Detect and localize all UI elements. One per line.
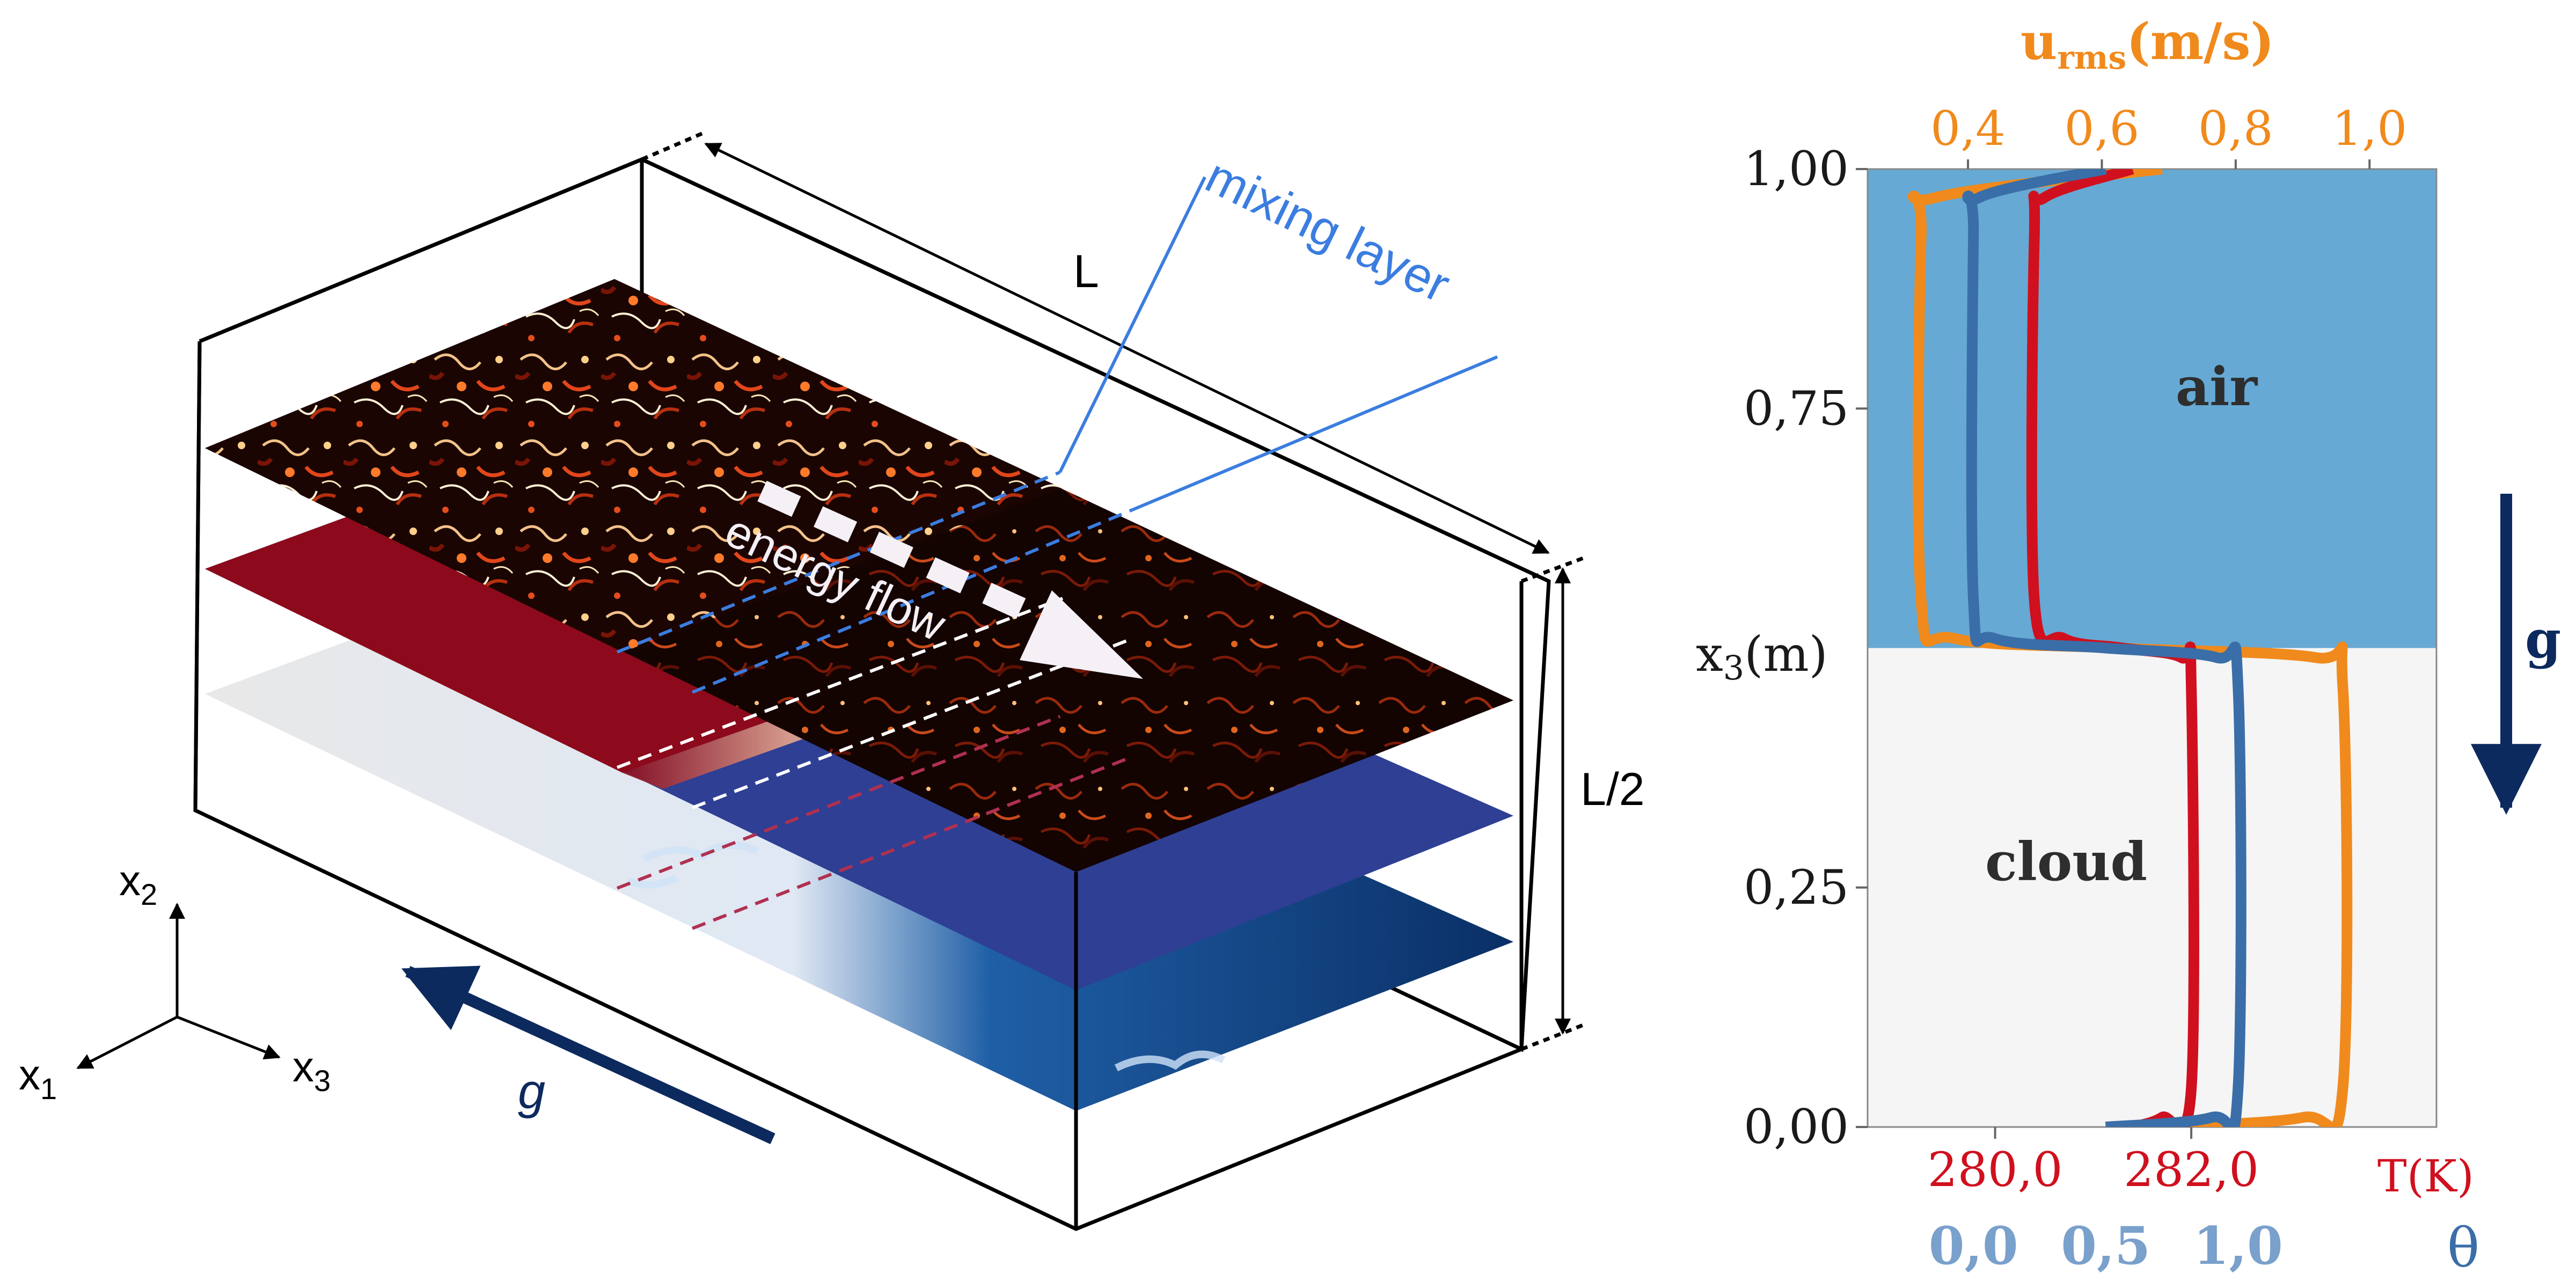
theta-tick-label: 0,0 xyxy=(1929,1216,2018,1276)
y-tick-label: 1,00 xyxy=(1744,141,1849,196)
box-top-right-edge xyxy=(199,157,643,343)
gravity-label-chart: g xyxy=(2525,609,2561,670)
dimension-L-arrow xyxy=(704,142,1550,554)
tick-layer: 1,00 0,75 0,25 0,00 0,4 0,6 0,8 1,0 280,0 282,0 0,… xyxy=(1744,101,2407,1276)
box-front-edges xyxy=(193,341,1523,1231)
theta-axis-title: θ xyxy=(2447,1217,2479,1279)
axis-x3-label: x3 xyxy=(292,1043,331,1097)
y-axis-title: x3(m) xyxy=(1696,626,1828,687)
top-tick-label: 0,4 xyxy=(1930,101,2006,156)
theta-tick-label: 1,0 xyxy=(2193,1216,2283,1276)
gravity-label-box: g xyxy=(518,1064,545,1119)
mixing-layer-leader-1 xyxy=(1058,176,1206,473)
temperature-tick-label: 282,0 xyxy=(2124,1142,2259,1197)
dimension-half-height-label: L/2 xyxy=(1580,764,1645,815)
region-air-label: air xyxy=(2176,356,2258,418)
temperature-axis-title: T(K) xyxy=(2377,1151,2474,1202)
top-tick-label: 0,8 xyxy=(2198,101,2273,156)
mixing-layer-leader-2 xyxy=(1131,355,1498,511)
y-tick-label: 0,25 xyxy=(1744,860,1849,915)
gravity-arrow-box xyxy=(401,965,775,1144)
axis-x2-label: x2 xyxy=(119,857,157,911)
temperature-tick-label: 280,0 xyxy=(1928,1142,2063,1197)
simulation-box: L L/2 mixing layer energy flow g xyxy=(193,131,1645,1231)
series-line-theta xyxy=(1962,169,2246,1127)
mixing-layer-label: mixing layer xyxy=(1197,148,1458,313)
top-axis-title: urms(m/s) xyxy=(2021,12,2274,77)
region-air xyxy=(1868,169,2436,648)
axis-x1-label: x1 xyxy=(19,1051,57,1106)
axes-triad: x2 x1 x3 xyxy=(19,857,331,1106)
y-tick-label: 0,75 xyxy=(1744,380,1849,436)
top-tick-label: 0,6 xyxy=(2064,101,2139,156)
y-tick-label: 0,00 xyxy=(1744,1099,1849,1154)
series-layer xyxy=(1907,169,2353,1127)
energy-flow-arrow xyxy=(757,480,1143,679)
dimension-L-label: L xyxy=(1073,246,1099,297)
profile-chart: air cloud 1,00 0,75 0,25 0,00 0,4 0,6 0,8 1,0 28… xyxy=(1696,12,2561,1279)
region-cloud-label: cloud xyxy=(1985,831,2147,893)
top-tick-label: 1,0 xyxy=(2332,101,2407,156)
theta-tick-label: 0,5 xyxy=(2061,1216,2150,1276)
